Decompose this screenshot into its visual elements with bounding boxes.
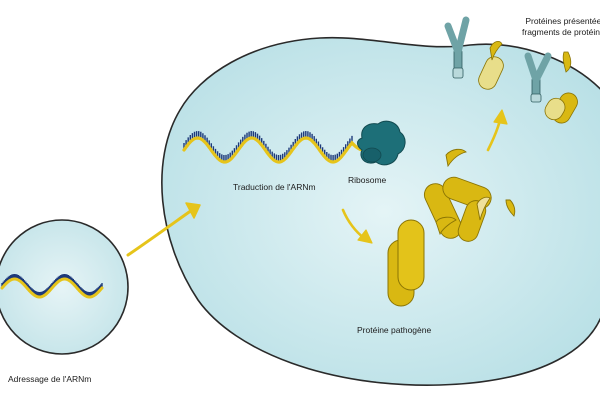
ribosome-icon <box>357 120 406 166</box>
protein-fragment-icon <box>478 40 504 90</box>
mrna-strand-icon <box>0 274 104 299</box>
cell-body <box>161 36 600 386</box>
pathogen-protein <box>387 219 425 307</box>
ribosome-label: Ribosome <box>348 175 387 185</box>
translation-label: Traduction de l'ARNm <box>233 182 316 192</box>
arrow-icon <box>486 109 508 152</box>
presented-proteins-line2: fragments de protéines <box>522 26 600 37</box>
protein-fragment-icon <box>544 92 578 124</box>
arrow-icon <box>126 202 201 257</box>
protein-fragment-icon <box>562 51 572 73</box>
pathogen-protein-label: Protéine pathogène <box>357 325 432 335</box>
protein-fragment-icon <box>423 148 516 242</box>
mrna-delivery-label: Adressage de l'ARNm <box>8 374 92 384</box>
presented-proteins-line1: Protéines présentées <box>525 16 600 26</box>
receptor-icon <box>524 52 552 103</box>
receptor-icon <box>444 16 470 79</box>
presented-proteins-label: Protéines présentées fragments de protéi… <box>522 16 600 37</box>
mrna-strand-icon <box>182 131 370 164</box>
mrna-vesicle <box>0 219 129 355</box>
arrow-icon <box>341 208 373 244</box>
